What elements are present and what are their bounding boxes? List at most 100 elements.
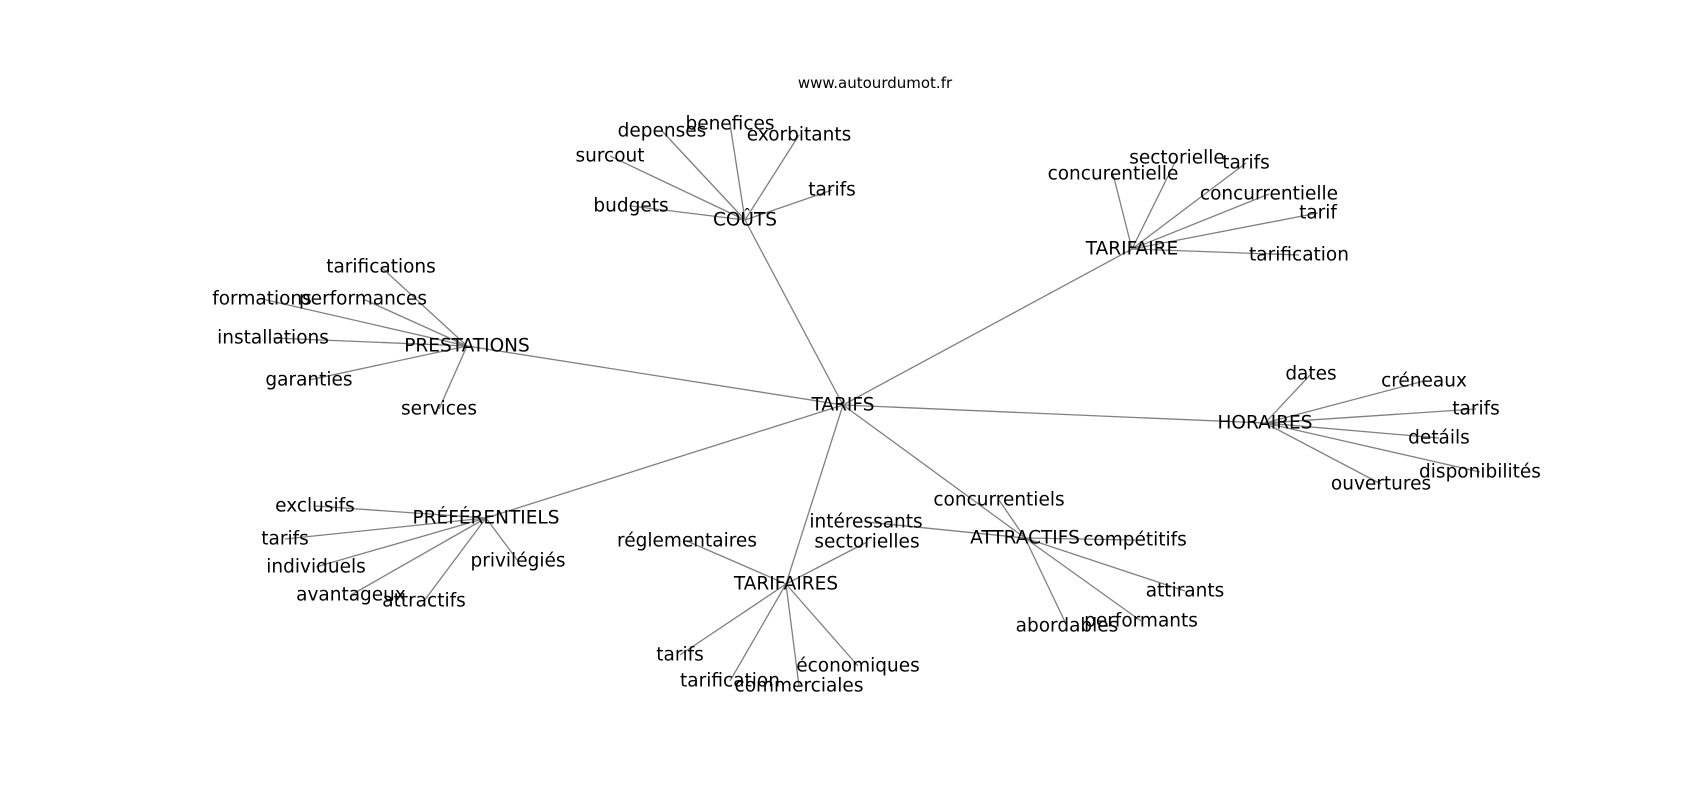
leaf-label-horaires-disponibilites: disponibilités (1419, 462, 1541, 483)
edge-prestations-formations (261, 298, 468, 347)
hub-label-tarifaires: TARIFAIRES (733, 574, 838, 595)
edge-tarifaire-concurentielle (1112, 173, 1133, 250)
leaf-label-horaires-tarifs: tarifs (1452, 399, 1500, 420)
edge-tarifaires-commerciales (785, 583, 800, 687)
edge-tarifaire-tarifs (1131, 162, 1247, 250)
leaf-label-tarifaires-economiques: économiques (796, 656, 920, 677)
leaf-label-couts-depenses: depenses (618, 121, 707, 142)
leaf-label-couts-exorbitants: exorbitants (747, 125, 851, 146)
leaf-label-tarifaire-concurentielle: concurentielle (1048, 164, 1179, 185)
leaf-label-prestations-installations: installations (217, 328, 329, 349)
edge-root-preferentiels (485, 404, 844, 519)
edge-couts-exorbitants (744, 134, 800, 221)
edge-prestations-installations (272, 337, 468, 347)
leaf-label-preferentiels-exclusifs: exclusifs (275, 496, 355, 517)
edge-horaires-dates (1264, 373, 1312, 424)
leaf-label-tarifaires-reglementaires: réglementaires (617, 531, 757, 552)
edge-attractifs-abordables (1024, 537, 1068, 627)
edge-preferentiels-attractifs (423, 517, 487, 602)
leaf-label-prestations-performances: performances (299, 289, 427, 310)
leaf-label-attractifs-performants: performants (1084, 611, 1198, 632)
edge-tarifaires-tarification (729, 583, 787, 682)
edge-preferentiels-tarifs (284, 517, 487, 540)
leaf-label-preferentiels-tarifs: tarifs (261, 529, 309, 550)
leaf-label-preferentiels-attractifs: attractifs (382, 591, 466, 612)
leaf-label-tarifaires-sectorielles: sectorielles (814, 532, 919, 553)
edge-tarifaire-concurrentielle (1131, 193, 1270, 250)
leaf-label-couts-surcout: surcout (575, 146, 644, 167)
edge-horaires-tarifs (1264, 408, 1477, 424)
leaf-label-couts-benefices: benefices (685, 114, 774, 135)
edge-root-tarifaires (785, 404, 844, 585)
leaf-label-attractifs-abordables: abordables (1016, 616, 1119, 637)
leaf-label-attractifs-concurrentiels: concurrentiels (933, 490, 1064, 511)
leaf-label-tarifaire-sectorielle: sectorielle (1129, 148, 1225, 169)
leaf-label-horaires-dates: dates (1285, 364, 1336, 385)
edge-couts-benefices (729, 123, 746, 221)
edge-prestations-performances (362, 298, 468, 347)
edge-root-horaires (842, 404, 1266, 424)
edge-preferentiels-individuels (315, 517, 487, 568)
root-node-label: TARIFS (811, 395, 875, 416)
edge-prestations-garanties (308, 345, 468, 381)
leaf-label-prestations-formations: formations (212, 289, 312, 310)
leaf-label-prestations-tarifications: tarifications (326, 257, 436, 278)
edge-attractifs-interessants (865, 521, 1026, 539)
leaf-label-horaires-details: detáils (1408, 428, 1470, 449)
leaf-label-tarifaire-tarification: tarification (1249, 245, 1349, 266)
edge-tarifaires-reglementaires (686, 540, 787, 585)
edge-horaires-details (1264, 422, 1440, 439)
edge-couts-depenses (661, 130, 746, 221)
leaf-label-couts-tarifs: tarifs (808, 180, 856, 201)
leaf-label-attractifs-interessants: intéressants (809, 512, 922, 533)
edge-tarifaire-tarif (1131, 212, 1319, 250)
edge-tarifaire-tarification (1131, 248, 1300, 256)
edge-couts-budgets (630, 205, 746, 221)
edge-attractifs-performants (1024, 537, 1142, 622)
hub-label-attractifs: ATTRACTIFS (970, 528, 1080, 549)
site-url: www.autourdumot.fr (798, 74, 953, 92)
edge-couts-surcout (609, 155, 746, 221)
edges-layer (261, 123, 1481, 687)
edge-attractifs-attirants (1024, 537, 1186, 592)
edge-attractifs-competitifs (1024, 537, 1136, 541)
leaf-label-attractifs-competitifs: compétitifs (1083, 530, 1187, 551)
leaf-label-tarifaires-commerciales: commerciales (735, 676, 864, 697)
leaf-label-tarifaire-tarif: tarif (1299, 203, 1337, 224)
edge-horaires-disponibilites (1264, 422, 1481, 473)
edge-preferentiels-avantageux (350, 517, 487, 596)
leaf-label-attractifs-attirants: attirants (1146, 581, 1225, 602)
edge-root-prestations (466, 345, 844, 406)
edge-tarifaire-sectorielle (1131, 157, 1178, 250)
hub-label-tarifaire: TARIFAIRE (1085, 239, 1178, 260)
hub-label-couts: COÛTS (713, 209, 777, 231)
leaf-label-preferentiels-individuels: individuels (266, 557, 365, 578)
hub-label-prestations: PRESTATIONS (404, 336, 529, 357)
edge-root-tarifaire (842, 248, 1133, 406)
edge-preferentiels-privilegies (485, 517, 519, 562)
hub-label-horaires: HORAIRES (1218, 413, 1313, 434)
leaf-label-prestations-garanties: garanties (265, 370, 352, 391)
edge-horaires-creneaux (1264, 380, 1425, 424)
leaf-label-tarifaires-tarification: tarification (680, 671, 780, 692)
edge-tarifaires-sectorielles (785, 541, 868, 585)
edge-horaires-ouvertures (1264, 422, 1382, 485)
leaf-label-preferentiels-avantageux: avantageux (296, 585, 406, 606)
leaf-label-prestations-services: services (401, 399, 477, 420)
leaf-label-tarifaire-concurrentielle: concurrentielle (1200, 184, 1338, 205)
edge-attractifs-concurrentiels (998, 499, 1026, 539)
edge-preferentiels-exclusifs (314, 505, 487, 519)
leaf-label-horaires-creneaux: créneaux (1381, 371, 1467, 392)
edge-couts-tarifs (744, 189, 833, 221)
leaf-label-tarifaires-tarifs: tarifs (656, 645, 704, 666)
edge-tarifaires-tarifs (679, 583, 787, 656)
edge-root-attractifs (842, 404, 1026, 539)
leaf-label-tarifaire-tarifs: tarifs (1222, 153, 1270, 174)
leaf-label-couts-budgets: budgets (593, 196, 668, 217)
leaf-label-preferentiels-privilegies: privilégiés (470, 551, 565, 572)
edge-prestations-services (438, 345, 468, 410)
leaf-label-horaires-ouvertures: ouvertures (1331, 474, 1431, 495)
